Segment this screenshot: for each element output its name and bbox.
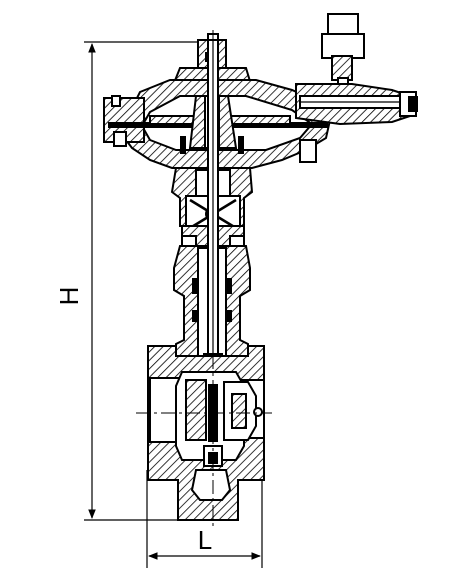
- dimension-l: L: [146, 470, 263, 568]
- height-label: H: [54, 287, 84, 306]
- dimension-h: H: [54, 41, 215, 521]
- actuator-housing: [103, 79, 332, 169]
- center-lines: [136, 30, 272, 530]
- side-port: [295, 13, 418, 126]
- valve-body: [147, 345, 265, 521]
- length-label: L: [198, 525, 212, 555]
